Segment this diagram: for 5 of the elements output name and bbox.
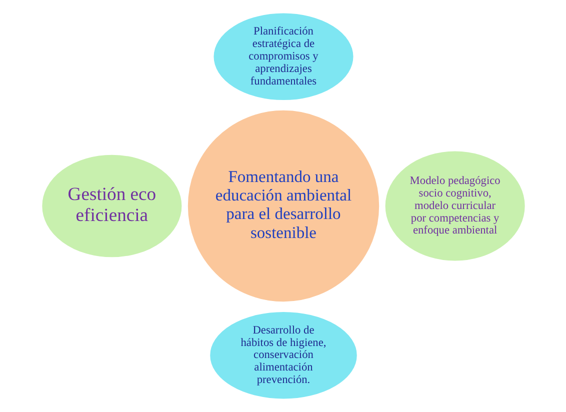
node-circle: Fomentando una educación ambiental para el desarrollo sostenible bbox=[185, 108, 381, 304]
node-ellipse: Gestión eco eficiencia bbox=[40, 152, 184, 260]
node-ellipse: Planificación estratégica de compromisos y aprendizajes fundamentales bbox=[211, 11, 355, 102]
node-ellipse: Desarrollo de hábitos de higiene, conservación alimentación prevención. bbox=[208, 310, 358, 401]
node-ellipse: Modelo pedagógico socio cognitivo, modelo curricular por competencias y enfoque ambiental bbox=[382, 149, 526, 263]
